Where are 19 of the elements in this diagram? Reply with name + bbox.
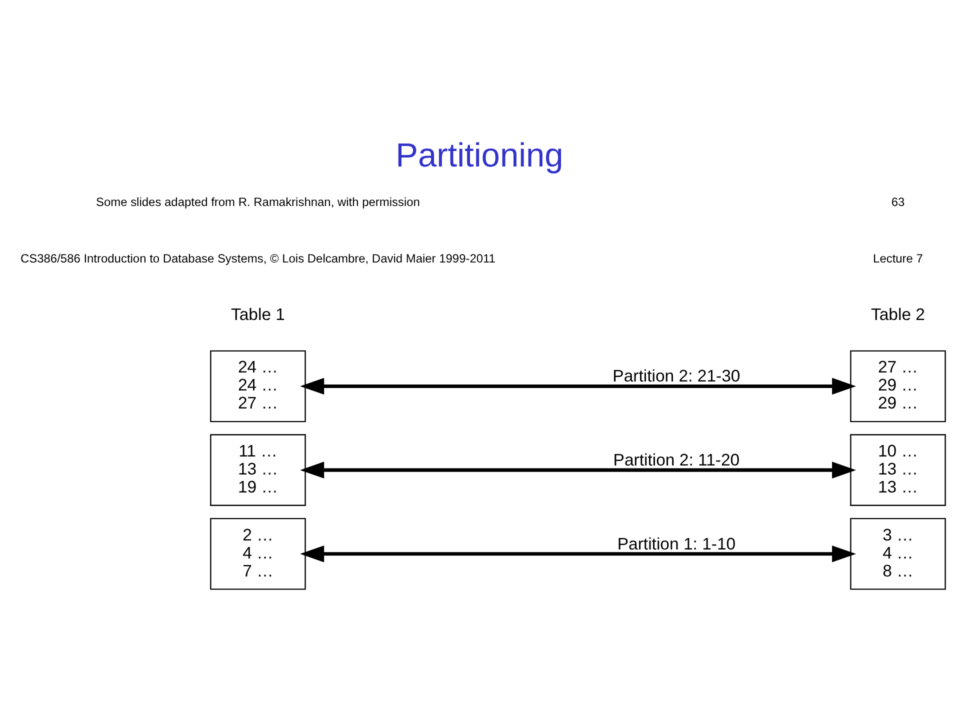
edge-label: Partition 1: 1-10 <box>617 534 736 553</box>
arrow <box>300 545 856 562</box>
edge-label: Partition 2: 21-30 <box>612 366 740 386</box>
label: Table 1 <box>230 304 285 324</box>
label: Table 2 <box>870 304 926 324</box>
label: 63 <box>891 194 905 209</box>
node-box: 10 … 13 … 13 … <box>850 434 946 506</box>
label: CS386/586 Introduction to Database Systems, © Lois Delcambre, David Maier 1999-2011 <box>20 250 496 265</box>
node-box: 11 … 13 … 19 … <box>210 434 306 506</box>
node-box: 27 … 29 … 29 … <box>850 350 946 422</box>
edge-label: Partition 2: 11-20 <box>613 450 740 470</box>
diagram-title: Partitioning <box>396 136 564 174</box>
arrow <box>300 377 856 394</box>
node-box: 24 … 24 … 27 … <box>210 350 306 422</box>
label: Some slides adapted from R. Ramakrishnan, with permission <box>96 194 420 209</box>
arrow <box>300 461 856 478</box>
node-box: 3 … 4 … 8 … <box>850 517 946 590</box>
label: Lecture 7 <box>873 250 923 265</box>
node-box: 2 … 4 … 7 … <box>210 517 306 590</box>
